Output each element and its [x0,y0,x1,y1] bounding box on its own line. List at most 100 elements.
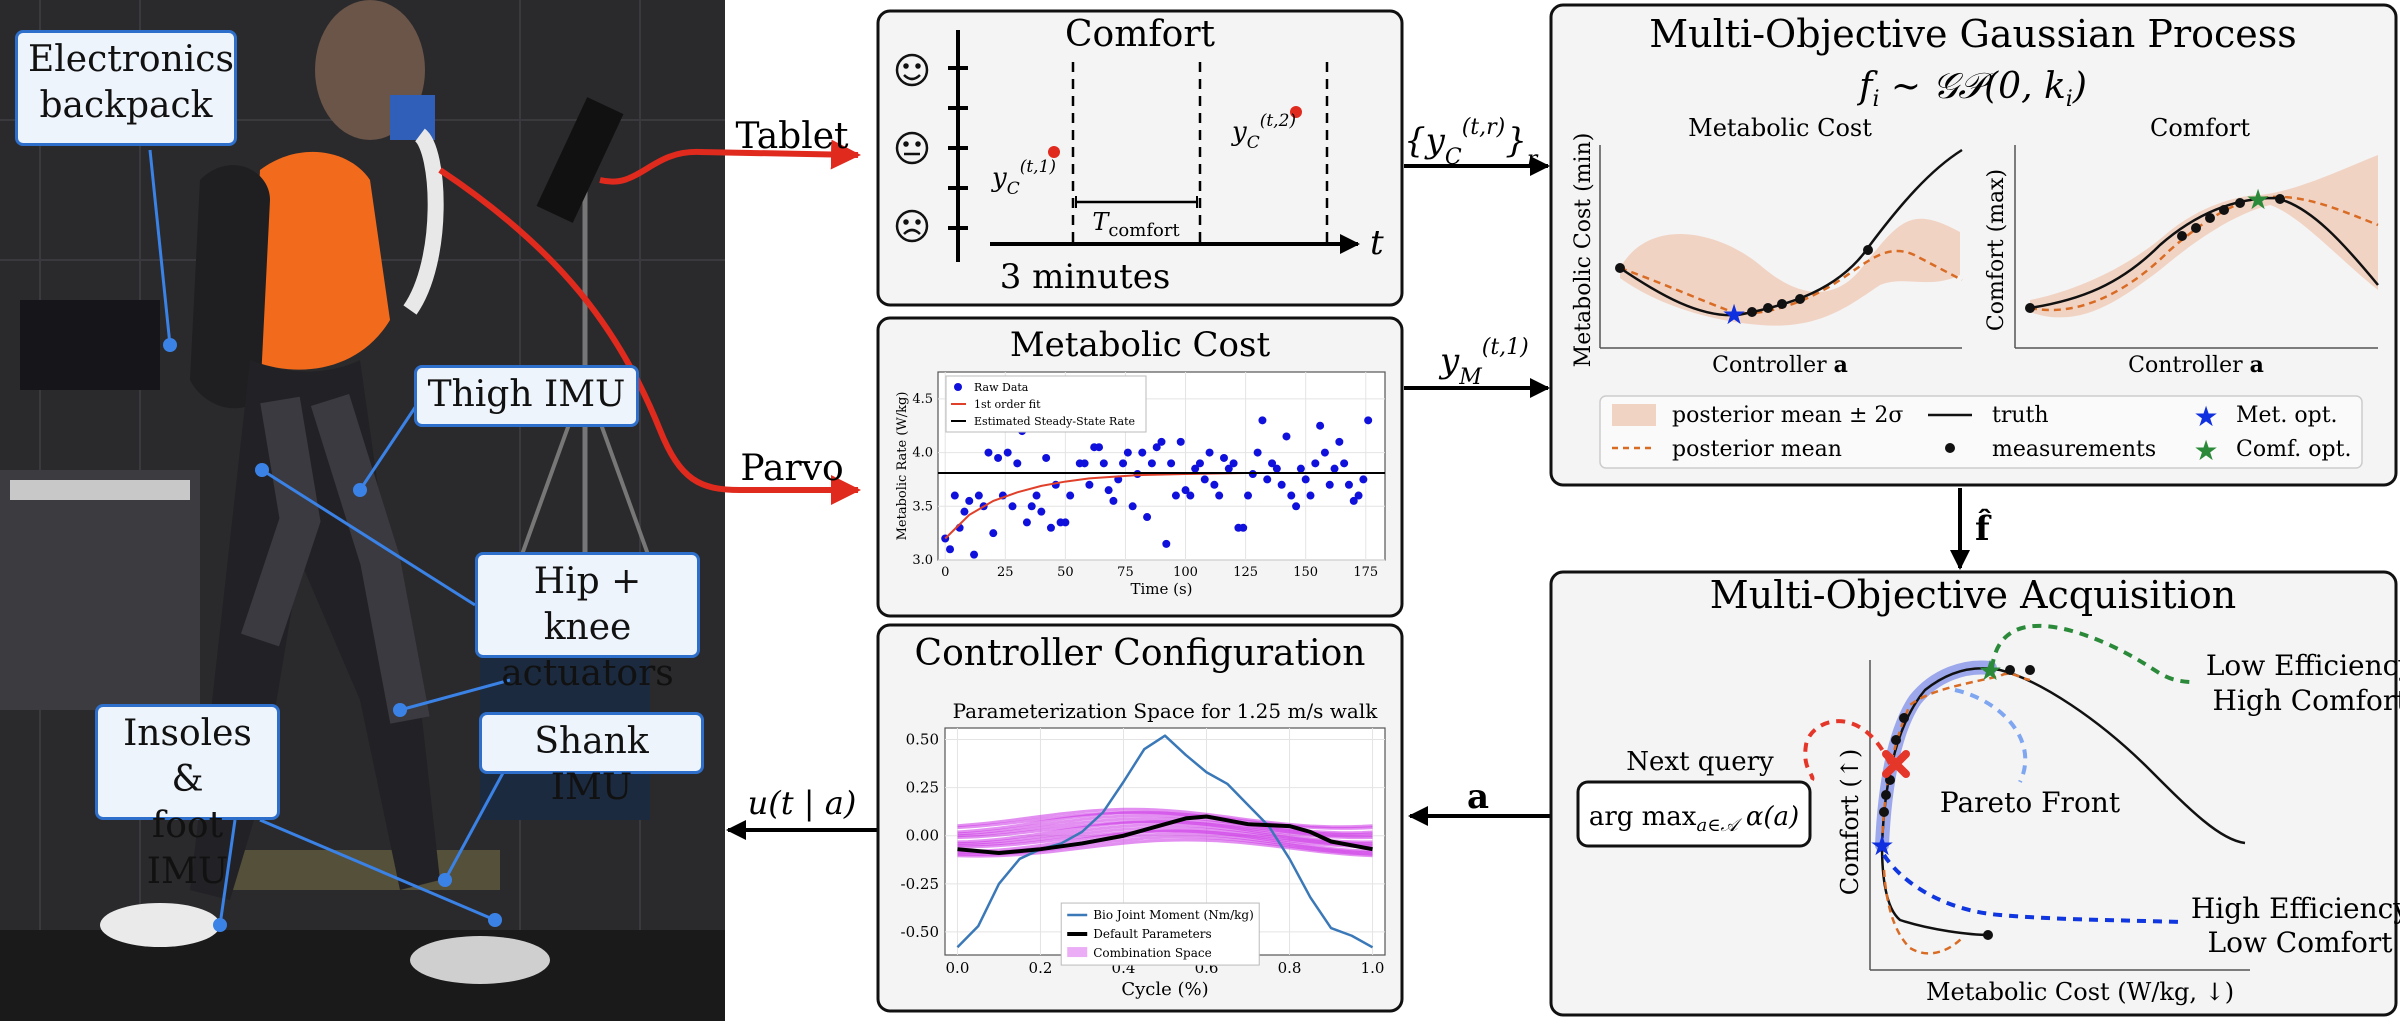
pareto-label: Pareto Front [1940,786,2121,819]
svg-text:Tcomfort: Tcomfort [1092,208,1180,241]
met-data-point [1171,491,1180,500]
met-data-point [1066,491,1075,500]
u-label: u(t | a) [748,784,857,822]
gp-sub1-title: Metabolic Cost [1688,114,1872,142]
legend-met-star-icon: ★ [2193,400,2218,433]
met-data-point [1263,475,1272,484]
controller-title: Controller Configuration [915,633,1366,674]
met-legend-label: Raw Data [974,381,1029,394]
controller-panel: Controller Configuration Parameterizatio… [876,623,1404,1013]
met-ytick: 4.5 [912,392,933,407]
met-data-point [1162,539,1171,548]
gp-sub1-xlabel: Controller a [1712,352,1848,378]
low-eff-line2: High Comfort [2213,684,2400,717]
ctl-xtick: 1.0 [1361,959,1385,977]
gp-sub2-ylabel: Comfort (max) [1984,169,2009,331]
svg-text:t: t [1370,223,1384,263]
met-data-point [1229,459,1238,468]
met-data-point [1325,480,1334,489]
acq-ylabel: Comfort (↑) [1836,749,1864,895]
met-data-point [1364,416,1373,425]
met-data-point [1277,480,1286,489]
legend-meas-label: measurements [1992,437,2156,462]
gp-sub2-title: Comfort [2150,114,2250,142]
met-ylabel: Metabolic Rate (W/kg) [895,392,910,541]
met-data-point [960,507,969,516]
met-data-point [946,545,955,554]
met-ytick: 3.5 [912,499,933,514]
met-data-point [1258,416,1267,425]
low-eff-line1: Low Efficiency [2206,649,2400,682]
ctl-legend-label: Combination Space [1093,946,1212,960]
met-xtick: 125 [1233,565,1258,580]
comfort-title: Comfort [1065,14,1216,55]
controller-chart: Parameterization Space for 1.25 m/s walk… [901,699,1386,1000]
met-data-point [1340,459,1349,468]
met-data-point [1354,491,1363,500]
met-data-point [1099,459,1108,468]
met-xtick: 150 [1293,565,1318,580]
ctl-ytick: -0.25 [901,875,939,893]
legend-met-label: Met. opt. [2236,403,2338,428]
met-xtick: 25 [997,565,1014,580]
met-data-point [1085,480,1094,489]
next-query-cross-icon [1882,750,1910,778]
ctl-xtick: 0.2 [1029,959,1053,977]
ctl-legend-combo-marker [1067,947,1088,958]
ctl-legend-label: Bio Joint Moment (Nm/kg) [1093,908,1254,922]
ctl-legend [1060,902,1260,966]
met-data-point [1042,453,1051,462]
comfort-point-2 [1290,106,1302,118]
met-data-point [994,453,1003,462]
ctl-xlabel: Cycle (%) [1121,979,1208,1000]
tablet-label: Tablet [735,116,849,157]
met-data-point [1152,443,1161,452]
gp-sub1-ylabel: Metabolic Cost (min) [1571,133,1596,368]
svg-text:{yC(t,r)}r: {yC(t,r)}r [1404,115,1539,172]
acq-truth-curve [1880,666,2246,846]
gp-sub2-xlabel: Controller a [2128,352,2264,378]
acq-title: Multi-Objective Acquisition [1710,573,2236,617]
met-data-point [1008,502,1017,511]
met-data-point [1195,459,1204,468]
met-data-point [1147,459,1156,468]
query-formula: arg maxa∈𝒜 α(a) [1589,802,1799,836]
met-xtick: 75 [1117,565,1134,580]
met-data-point [1239,523,1248,532]
ctl-bio-moment-line [956,734,1374,949]
ctl-ytick: 0.00 [906,827,939,845]
gp-mean-2 [2029,195,2379,312]
gp-truth-1 [1619,148,1963,317]
met-data-point [1143,513,1152,522]
met-data-point [1027,502,1036,511]
met-data-point [1335,437,1344,446]
met-data-point [1013,459,1022,468]
met-data-point [1296,464,1305,473]
met-data-point [1359,475,1368,484]
gp-formula: fi ~ 𝒢𝒫(0, ki) [1856,66,2087,112]
ctl-ytick: 0.25 [906,779,939,797]
met-data-point [1301,475,1310,484]
svg-text:yM(t,1): yM(t,1) [1438,335,1529,390]
met-data-point [1330,464,1339,473]
parvo-label: Parvo [740,448,843,489]
high-eff-line1: High Efficiency [2191,892,2400,925]
legend-comf-star-icon: ★ [2193,434,2218,467]
comfort-panel: Comfort t Tcomfort yC(t, [876,9,1404,307]
acq-met-star-icon: ★ [1869,829,1894,862]
legend-band-label: posterior mean ± 2σ [1672,403,1903,428]
met-data-point [1080,459,1089,468]
met-data-point [1119,459,1128,468]
met-data-point [1157,437,1166,446]
met-data-point [1128,502,1137,511]
label-thigh-imu: Thigh IMU [414,365,639,427]
frown-face-icon [895,209,929,243]
met-data-point [974,491,983,500]
met-xlabel: Time (s) [1130,580,1192,598]
legend-mean-label: posterior mean [1672,437,1842,462]
met-data-point [989,529,998,538]
ctl-chart-title: Parameterization Space for 1.25 m/s walk [953,699,1379,723]
met-data-point [1205,448,1214,457]
duration-label: 3 minutes [1000,257,1171,297]
